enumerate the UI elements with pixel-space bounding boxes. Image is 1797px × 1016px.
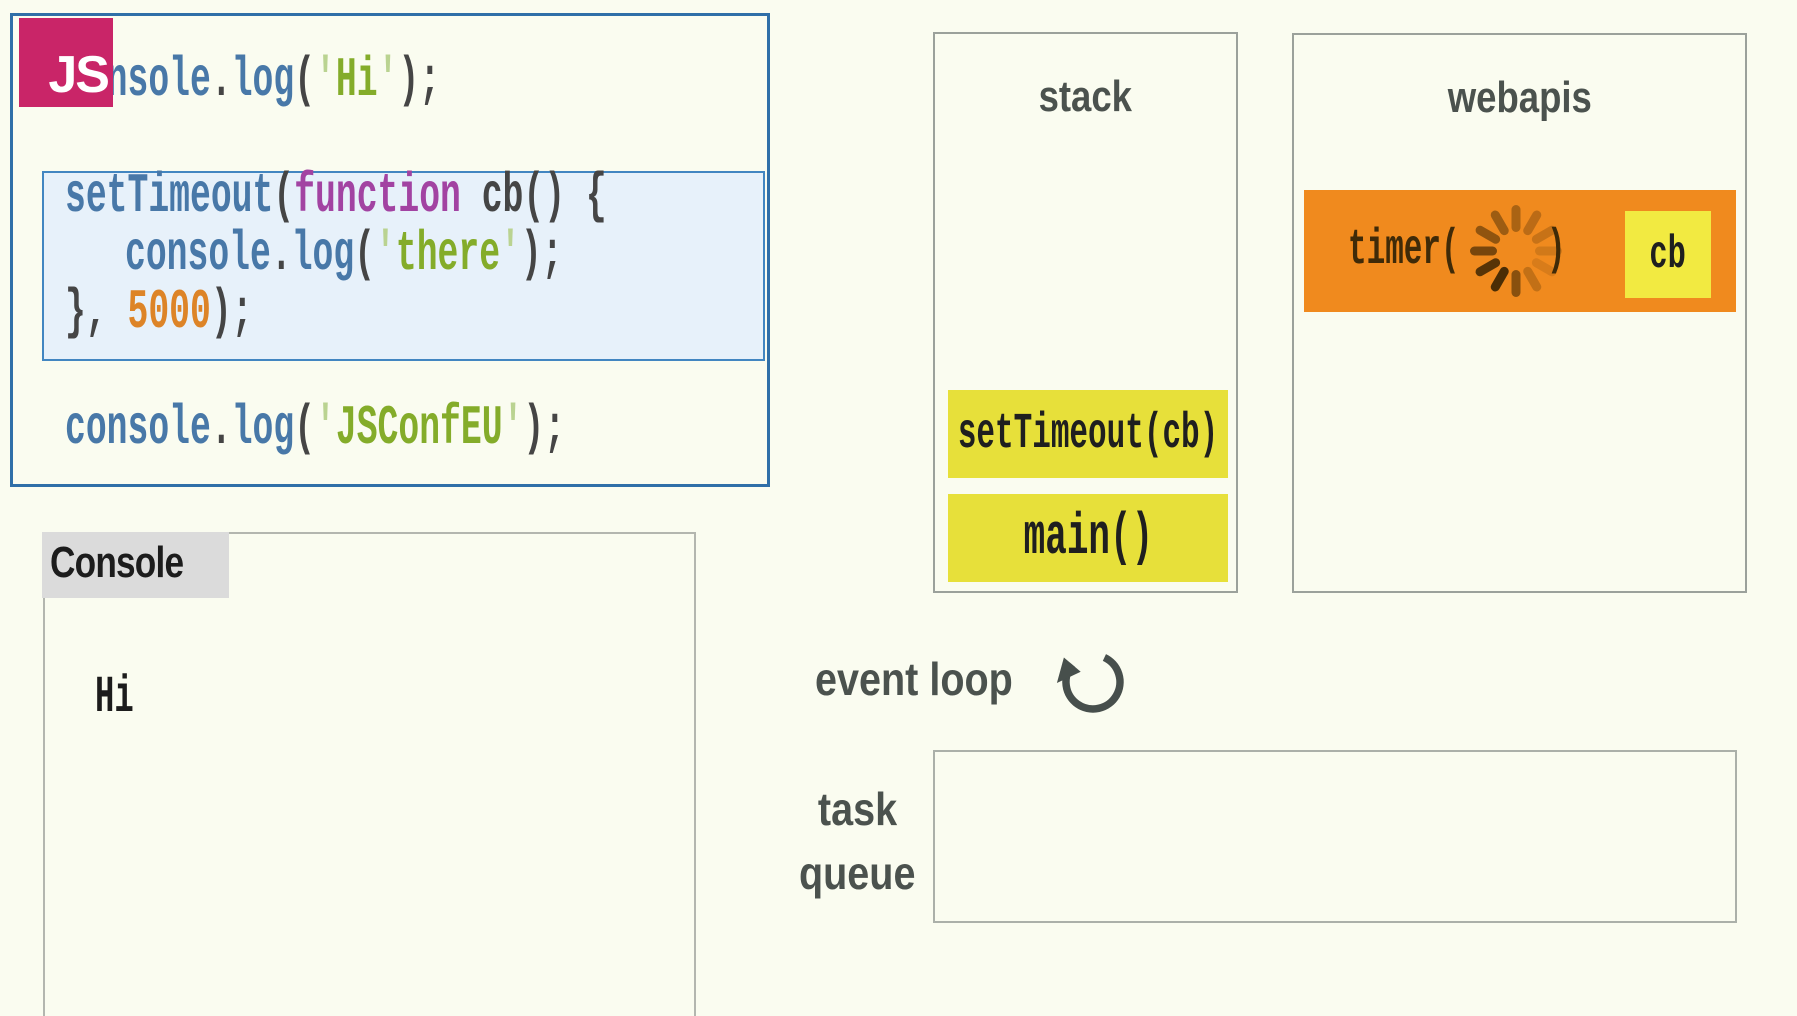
stack-panel-title: stack	[1038, 72, 1133, 121]
call-stack-panel: stack setTimeout(cb) main()	[933, 32, 1238, 593]
webapis-panel-title: webapis	[1447, 73, 1592, 122]
console-title: Console	[42, 532, 229, 598]
code-line: console.log('Hi');	[65, 48, 441, 112]
console-title-text: Console	[50, 538, 184, 587]
console-output-panel	[43, 532, 696, 1016]
code-editor-panel[interactable]	[10, 13, 770, 487]
webapis-panel: webapis timer(	[1292, 33, 1747, 593]
loading-spinner-icon	[1470, 205, 1562, 297]
console-log-entry: Hi	[95, 668, 134, 727]
timer-label-prefix: timer(	[1348, 222, 1460, 279]
task-queue-label-line2: queue	[798, 847, 915, 899]
event-loop-label: event loop	[815, 653, 1013, 705]
code-line: console.log('there');	[125, 222, 563, 286]
code-line: console.log('JSConfEU');	[65, 396, 566, 460]
stack-frame: setTimeout(cb)	[948, 390, 1228, 478]
task-queue-box	[933, 750, 1737, 923]
stack-frame: main()	[948, 494, 1228, 582]
timer-webapi-box: timer( ) cb	[1304, 190, 1736, 312]
task-queue-label-line1: task	[817, 783, 897, 835]
code-line: setTimeout(function cb() {	[65, 164, 607, 228]
code-line: }, 5000);	[65, 280, 253, 344]
timer-label-suffix: )	[1547, 222, 1566, 279]
js-logo-text: JS	[48, 46, 110, 104]
settimeout-highlight-box	[42, 171, 765, 361]
callback-chip: cb	[1625, 211, 1711, 298]
event-loop-circular-arrow-icon	[1056, 654, 1124, 713]
js-logo-icon: JS	[19, 18, 113, 107]
